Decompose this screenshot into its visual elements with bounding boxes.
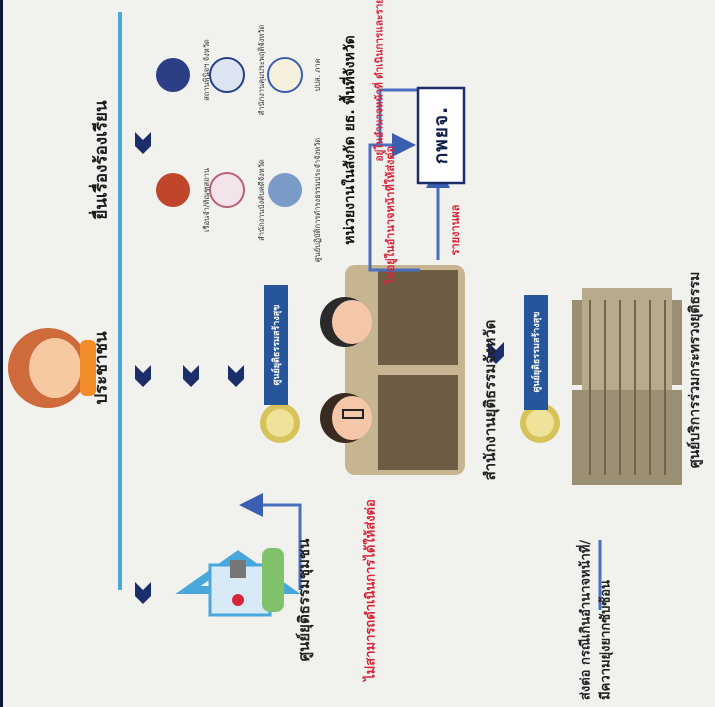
- pyj-box-label: กพยจ.: [430, 105, 452, 165]
- not-in-authority-note: ไม่อยู่ในอำนาจหน้าที่ให้ส่งต่อ: [384, 145, 397, 285]
- justice-center-tag-text-1: ศูนย์ยุติธรรมสร้างสุข: [272, 304, 282, 386]
- agency-name: ปปส. ภาค: [313, 58, 322, 92]
- seal-icon: [260, 403, 560, 443]
- report-note: รายงานผล: [449, 204, 462, 256]
- pyj-box: [416, 86, 466, 185]
- agency-name: สำนักงานคุมประพฤติจังหวัด: [257, 24, 266, 116]
- provincial-office-label: สำนักงานยุติธรรมจังหวัด: [481, 319, 499, 481]
- agency-name: สำนักงานบังคับคดีจังหวัด: [257, 159, 266, 241]
- agency-seals: [156, 57, 303, 208]
- building-illustration: [572, 288, 682, 485]
- community-center-label: ศูนย์ยุติธรรมชุมชน: [295, 538, 313, 662]
- in-authority-note: อยู่ในอำนาจหน้าที่ ดำเนินการและรายงานผล: [374, 0, 386, 162]
- person-icon: [8, 328, 96, 408]
- chevrons: [135, 132, 504, 604]
- agencies-label: หน่วยงานในสังกัด ยธ. พื้นที่จังหวัด: [342, 35, 358, 245]
- forward-note-line2: มีความยุ่งยากซับซ้อน: [598, 580, 614, 700]
- justice-center-tag-text-2: ศูนย์ยุติธรรมสร้างสุข: [532, 311, 542, 393]
- ministry-center-label: ศูนย์บริการร่วมกระทรวงยุติธรรม: [687, 271, 703, 469]
- agency-name: สถานพินิจฯ จังหวัด: [202, 39, 211, 101]
- justice-center-tag-2: [524, 295, 548, 410]
- agency-name: ศูนย์ปฏิบัติการดำรงธรรมประจำจังหวัด: [313, 137, 322, 263]
- justice-center-tag-1: [264, 285, 288, 405]
- cannot-process-note: ไม่สามารถดำเนินการได้ให้ส่งต่อ: [363, 499, 379, 681]
- agency-name: เรือนจำ/ทัณฑสถาน: [202, 168, 211, 232]
- people-label: ประชาชน: [91, 331, 112, 405]
- complaint-bar: [118, 12, 122, 590]
- officers-illustration: [320, 265, 465, 475]
- office-to-agencies-line: [368, 133, 420, 272]
- in-authority-line: [378, 88, 420, 145]
- forward-note-line1: ส่งต่อ กรณีเกินอำนาจหน้าที่/: [578, 539, 594, 701]
- community-to-office-line: [239, 493, 302, 590]
- complaint-label: ยื่นเรื่องร้องเรียน: [91, 100, 112, 220]
- house-icon: [175, 548, 301, 617]
